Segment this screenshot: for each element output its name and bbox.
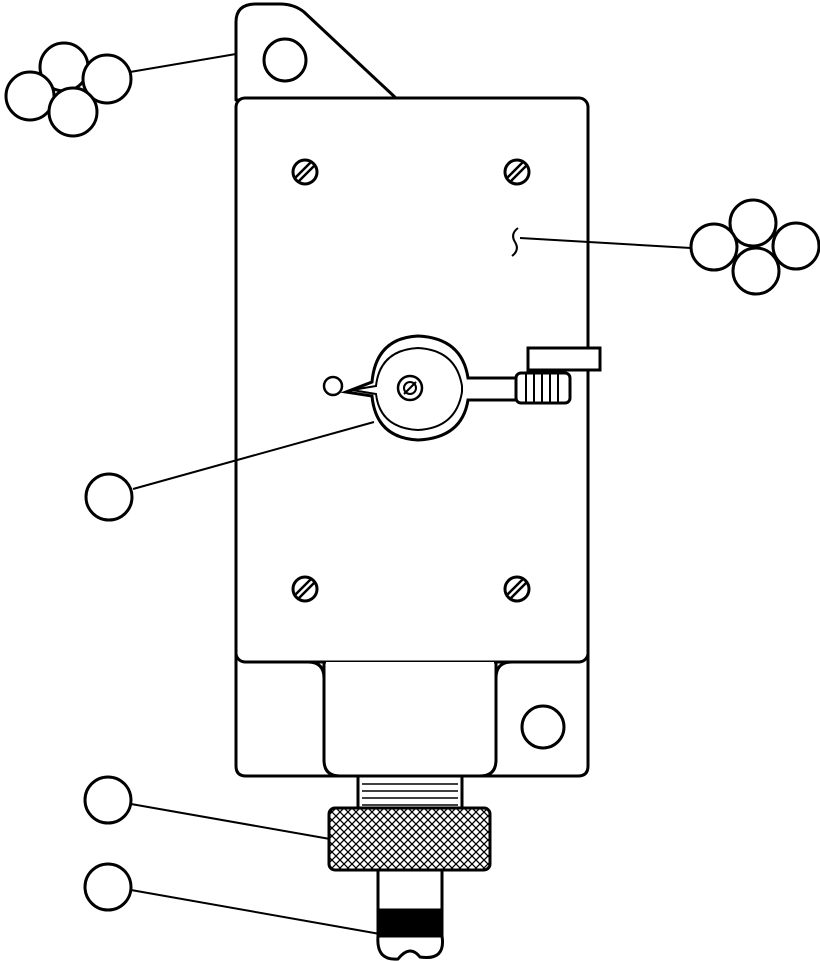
cover-leader-hook	[511, 227, 519, 257]
lever-roller	[322, 375, 344, 397]
callout-knurled-nut	[83, 775, 133, 825]
callout-cable	[83, 862, 133, 912]
leader-line-cover	[519, 237, 692, 249]
cable-band	[376, 908, 444, 940]
threaded-stem	[356, 774, 464, 810]
bottom-mounting-hole	[520, 704, 566, 750]
lever-stop-block	[526, 346, 602, 372]
callout-lever-switch	[84, 472, 134, 522]
screw-icon	[503, 158, 531, 186]
cable-cut-end	[376, 934, 445, 961]
screw-icon	[291, 158, 319, 186]
knurled-nut	[327, 806, 492, 872]
leader-line-lever	[132, 421, 375, 490]
leader-line-cable	[130, 889, 381, 935]
leader-line-nut	[130, 803, 331, 840]
screw-icon	[291, 575, 319, 603]
top-mounting-hole	[262, 37, 308, 83]
screw-icon	[503, 575, 531, 603]
lever-switch	[322, 334, 602, 442]
callout-housing-cover	[689, 198, 820, 296]
leader-lines	[129, 53, 692, 935]
callout-mounting-bracket	[4, 41, 133, 138]
top-mounting-ear	[234, 2, 400, 102]
cover-screws	[291, 158, 531, 603]
leader-line-bracket	[129, 53, 237, 73]
